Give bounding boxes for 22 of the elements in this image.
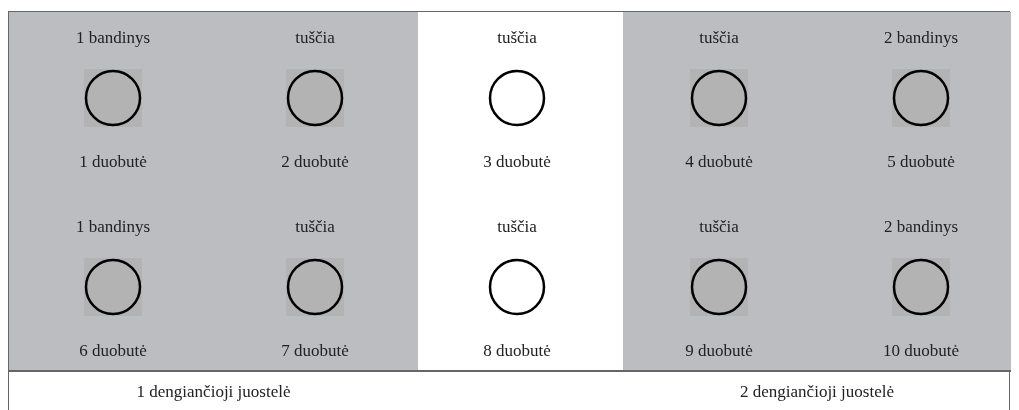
sample-label: tuščia xyxy=(496,27,538,49)
sample-label: tuščia xyxy=(698,216,740,238)
sample-label: tuščia xyxy=(294,216,336,238)
well-number: 4 duobutė xyxy=(684,151,754,173)
well-number: 9 duobutė xyxy=(684,340,754,362)
sample-label: 2 bandinys xyxy=(882,216,960,238)
sample-label: 1 bandinys xyxy=(74,27,152,49)
well-number: 8 duobutė xyxy=(482,340,552,362)
well-number: 7 duobutė xyxy=(280,340,350,362)
well-number: 10 duobutė xyxy=(882,340,960,362)
sample-label: 2 bandinys xyxy=(882,27,960,49)
well-number: 1 duobutė xyxy=(78,151,148,173)
strip-label: 1 dengiančioji juostelė xyxy=(136,381,291,403)
well-number: 5 duobutė xyxy=(886,151,956,173)
sample-label: tuščia xyxy=(294,27,336,49)
well-number: 2 duobutė xyxy=(280,151,350,173)
well-number: 6 duobutė xyxy=(78,340,148,362)
sample-label: 1 bandinys xyxy=(74,216,152,238)
sample-label: tuščia xyxy=(496,216,538,238)
strip-label: 2 dengiančioji juostelė xyxy=(740,381,894,403)
well-number: 3 duobutė xyxy=(482,151,552,173)
sample-label: tuščia xyxy=(698,27,740,49)
